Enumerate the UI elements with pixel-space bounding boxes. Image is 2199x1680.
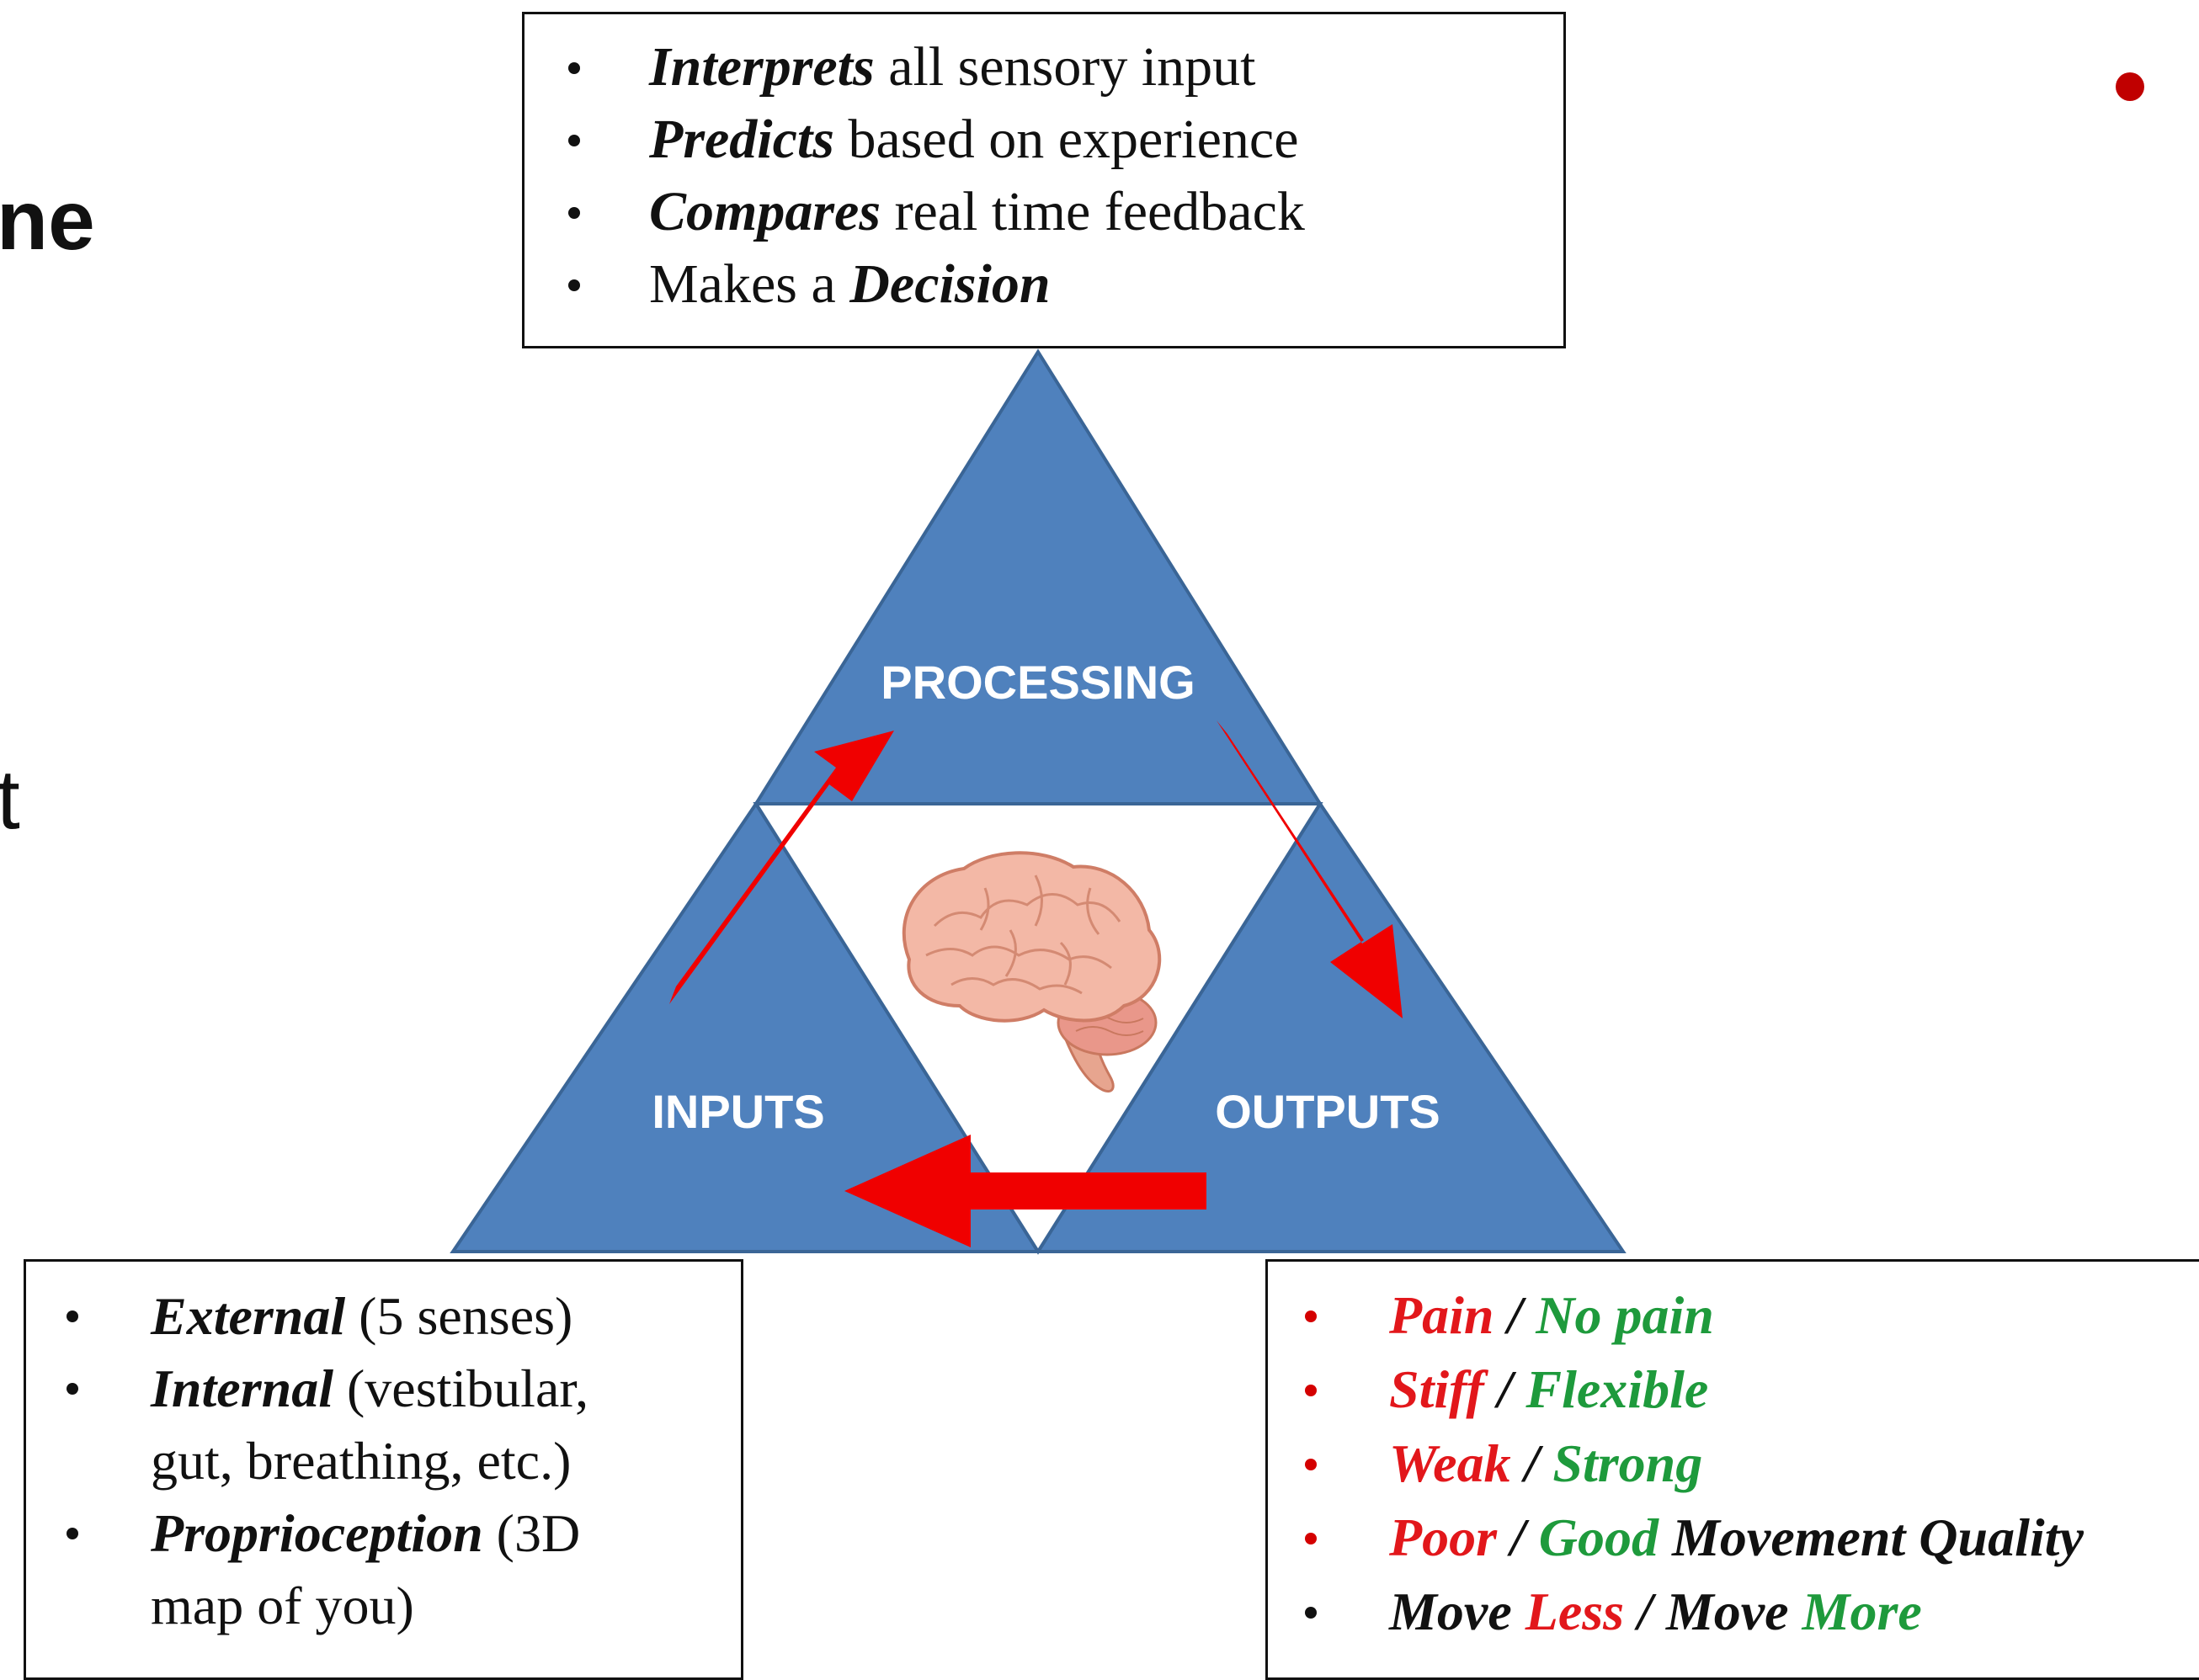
arrow-down-right-icon (1217, 720, 1403, 1018)
brain-icon (902, 851, 1162, 1093)
slide-bullet-icon (2116, 72, 2144, 101)
bullet-icon (67, 1383, 78, 1395)
bullet-icon (1305, 1459, 1317, 1470)
slide-text-fragment-top: ne (0, 173, 95, 268)
list-item: Predicts based on experience (524, 104, 1563, 176)
list-item: Pain / No pain (1268, 1279, 2199, 1353)
outputs-label: OUTPUTS (1215, 1085, 1440, 1138)
bullet-icon (67, 1528, 78, 1539)
processing-label: PROCESSING (881, 656, 1195, 709)
arrow-left-icon (844, 1135, 1206, 1247)
center-inverted-triangle (753, 802, 1323, 1255)
list-item: Proprioception (3D (26, 1497, 741, 1570)
inputs-label: INPUTS (652, 1085, 824, 1138)
processing-description-box: Interprets all sensory input Predicts ba… (522, 12, 1566, 348)
list-item-continuation: map of you) (151, 1576, 414, 1635)
bullet-icon (568, 279, 580, 291)
triangle-segments (450, 348, 1627, 1255)
list-item-continuation: gut, breathing, etc.) (151, 1431, 572, 1491)
bullet-icon (1305, 1385, 1317, 1396)
bullet-icon (1305, 1607, 1317, 1619)
outputs-description-box: Pain / No pain Stiff / Flexible Weak / S… (1265, 1259, 2199, 1680)
list-item: External (5 senses) (26, 1280, 741, 1353)
list-item: Weak / Strong (1268, 1427, 2199, 1501)
bullet-icon (568, 135, 580, 146)
list-item: Internal (vestibular, (26, 1353, 741, 1425)
list-item: Interprets all sensory input (524, 31, 1563, 104)
slide-text-fragment-middle: t (0, 752, 20, 847)
bullet-icon (1305, 1533, 1317, 1544)
list-item: Stiff / Flexible (1268, 1353, 2199, 1427)
bullet-icon (568, 62, 580, 74)
list-item: Move Less / Move More (1268, 1575, 2199, 1649)
processing-triangle (753, 348, 1323, 805)
bullet-icon (568, 207, 580, 219)
inputs-description-box: External (5 senses) Internal (vestibular… (24, 1259, 743, 1680)
bullet-icon (67, 1311, 78, 1322)
list-item: Compares real time feedback (524, 176, 1563, 248)
arrow-up-right-icon (669, 731, 894, 1004)
list-item: Makes a Decision (524, 248, 1563, 321)
list-item: Poor / Good Movement Quality (1268, 1501, 2199, 1575)
bullet-icon (1305, 1311, 1317, 1322)
